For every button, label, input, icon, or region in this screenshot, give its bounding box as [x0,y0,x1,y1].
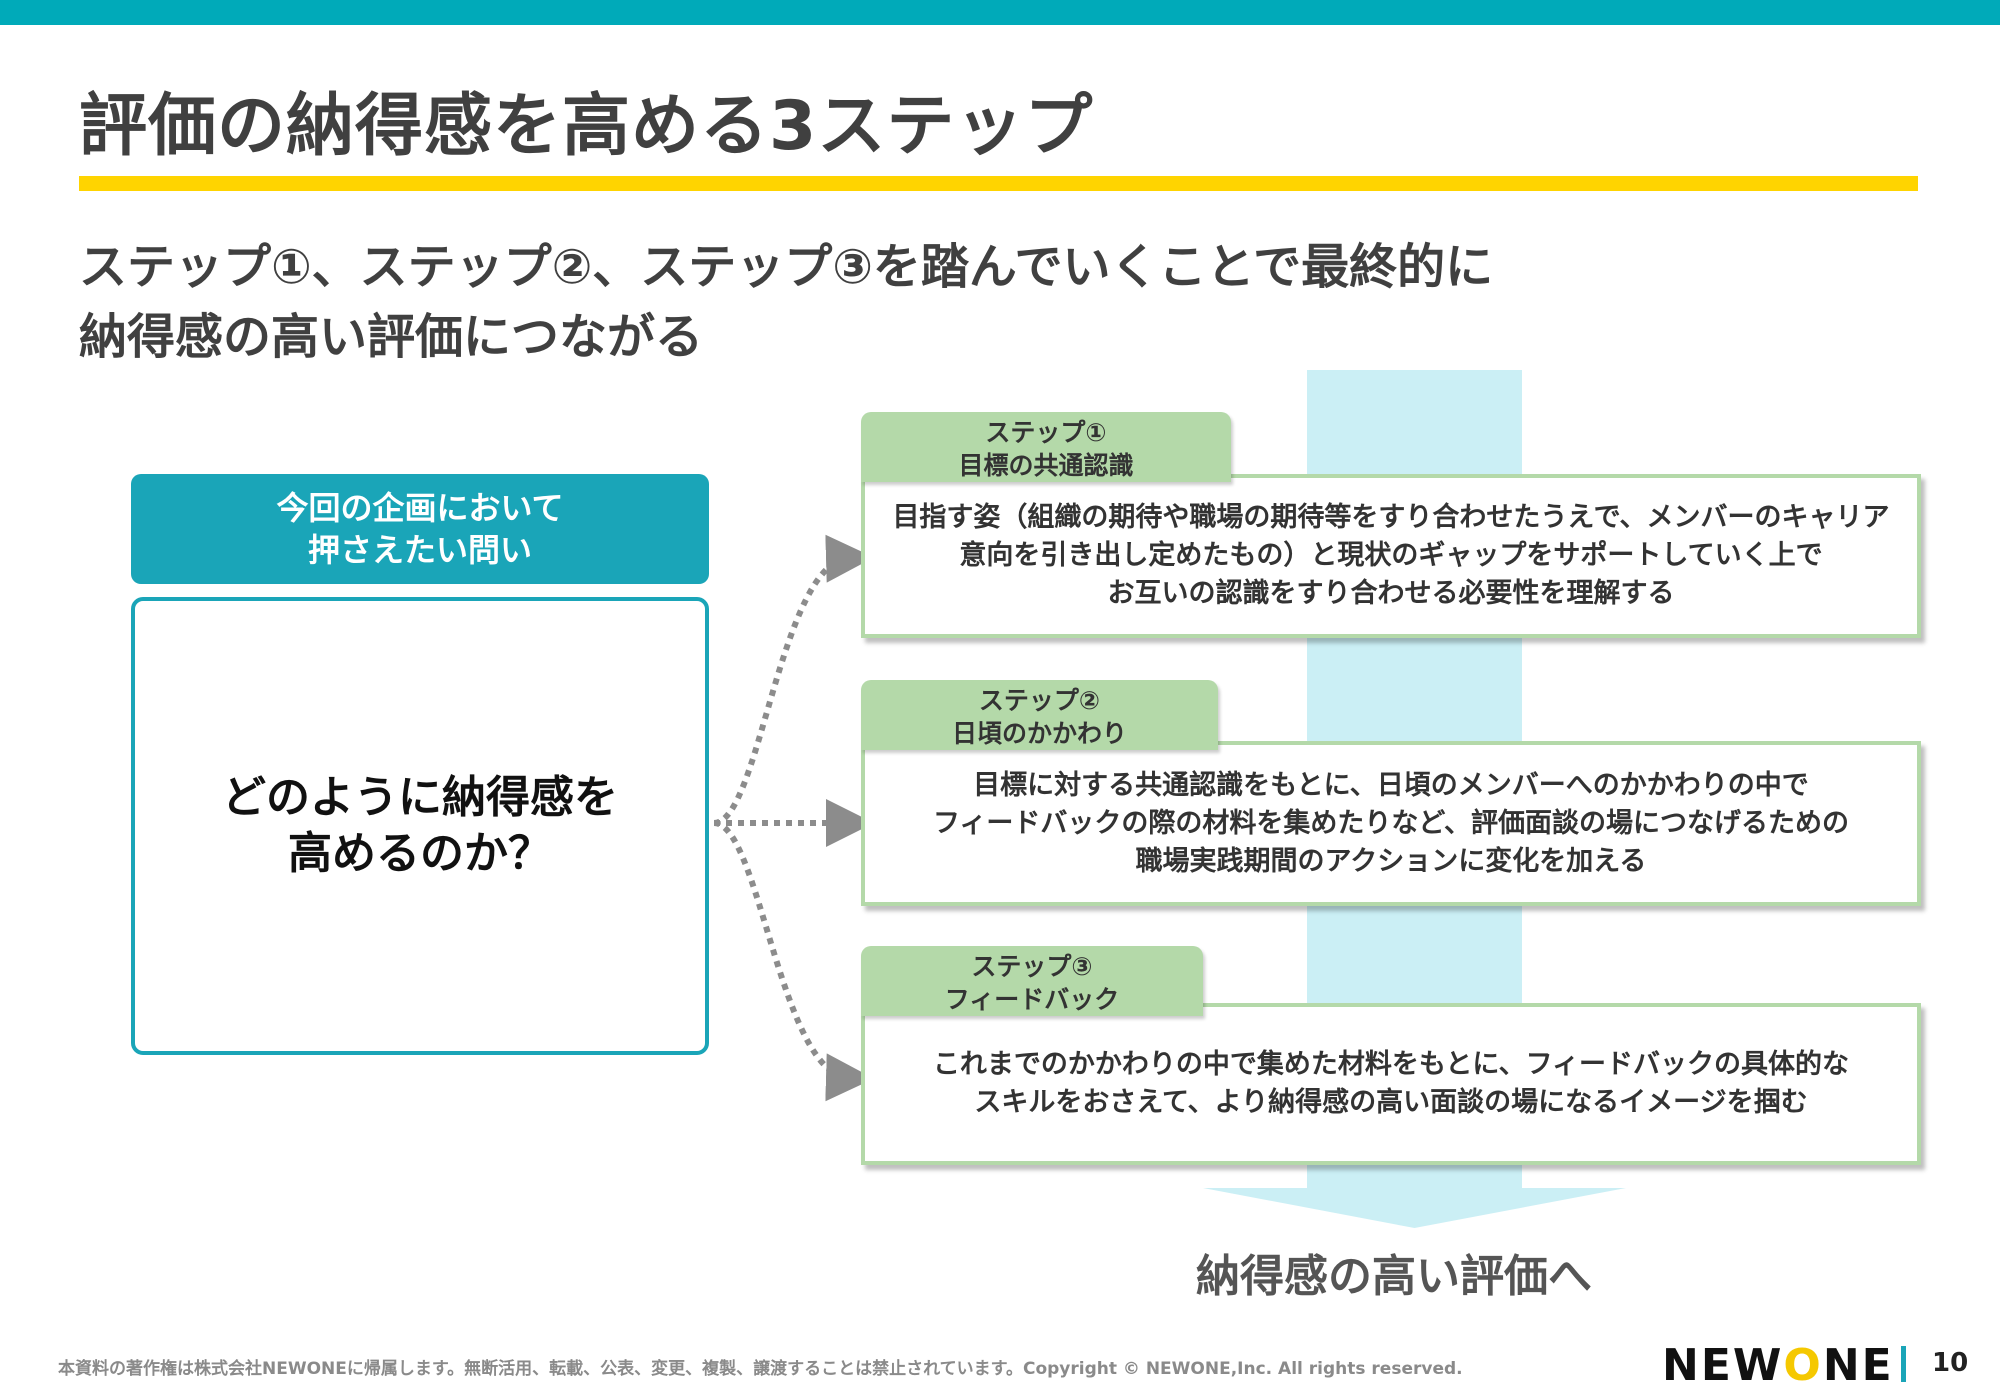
step-1-name: 目標の共通認識 [958,451,1134,480]
question-header: 今回の企画において 押さえたい問い [131,474,709,584]
step-3-name: フィードバック [944,985,1120,1014]
footer-divider [1901,1346,1906,1382]
question-header-line-1: 今回の企画において [276,489,564,527]
arrow-to-step-3 [713,820,874,1102]
step-3-text-line: スキルをおさえて、より納得感の高い面談の場になるイメージを掴む [974,1087,1808,1118]
step-2-tab: ステップ② 日頃のかかわり [861,680,1218,750]
newone-logo: NEWONE [1662,1340,1894,1391]
subtitle-line-2: 納得感の高い評価につながる [79,309,704,365]
step-1-box: 目指す姿（組織の期待や職場の期待等をすり合わせたうえで、メンバーのキャリア意向を… [861,474,1921,638]
copyright-footer: 本資料の著作権は株式会社NEWONEに帰属します。無断活用、転載、公表、変更、複… [58,1359,1463,1379]
step-1-label: ステップ① [985,418,1107,447]
top-accent-bar [0,0,2000,25]
question-box: どのように納得感を 高めるのか？ [131,597,709,1055]
step-1-text-line: 目指す姿（組織の期待や職場の期待等をすり合わせたうえで、メンバーのキャリア [892,502,1890,533]
page-title: 評価の納得感を高める3ステップ [79,87,1094,166]
question-line-1: どのように納得感を [222,772,618,823]
subtitle: ステップ①、ステップ②、ステップ③を踏んでいくことで最終的に 納得感の高い評価に… [79,232,1493,372]
step-2-name: 日頃のかかわり [951,719,1127,748]
step-3-tab: ステップ③ フィードバック [861,946,1203,1016]
arrow-to-step-1 [713,534,874,826]
step-1-text-line: お互いの認識をすり合わせる必要性を理解する [1107,578,1675,609]
result-label: 納得感の高い評価へ [1196,1251,1592,1302]
page-number: 10 [1932,1348,1969,1378]
question-line-2: 高めるのか？ [288,828,552,879]
step-1-tab: ステップ① 目標の共通認識 [861,412,1231,482]
title-underline [79,176,1918,191]
step-1-text-line: 意向を引き出し定めたもの）と現状のギャップをサポートしていく上で [959,540,1823,571]
subtitle-line-1: ステップ①、ステップ②、ステップ③を踏んでいくことで最終的に [79,239,1494,295]
step-2-text-line: 目標に対する共通認識をもとに、日頃のメンバーへのかかわりの中で [973,769,1809,801]
step-2-text-line: 職場実践期間のアクションに変化を加える [1135,845,1647,877]
question-header-line-2: 押さえたい問い [307,531,532,569]
step-2-label: ステップ② [978,686,1101,715]
step-3-box: これまでのかかわりの中で集めた材料をもとに、フィードバックの具体的なスキルをおさ… [861,1003,1921,1165]
step-3-label: ステップ③ [971,952,1093,981]
step-3-text-line: これまでのかかわりの中で集めた材料をもとに、フィードバックの具体的な [932,1049,1850,1080]
step-2-text-line: フィードバックの際の材料を集めたりなど、評価面談の場につなげるための [932,807,1850,839]
step-2-box: 目標に対する共通認識をもとに、日頃のメンバーへのかかわりの中でフィードバックの際… [861,741,1921,906]
